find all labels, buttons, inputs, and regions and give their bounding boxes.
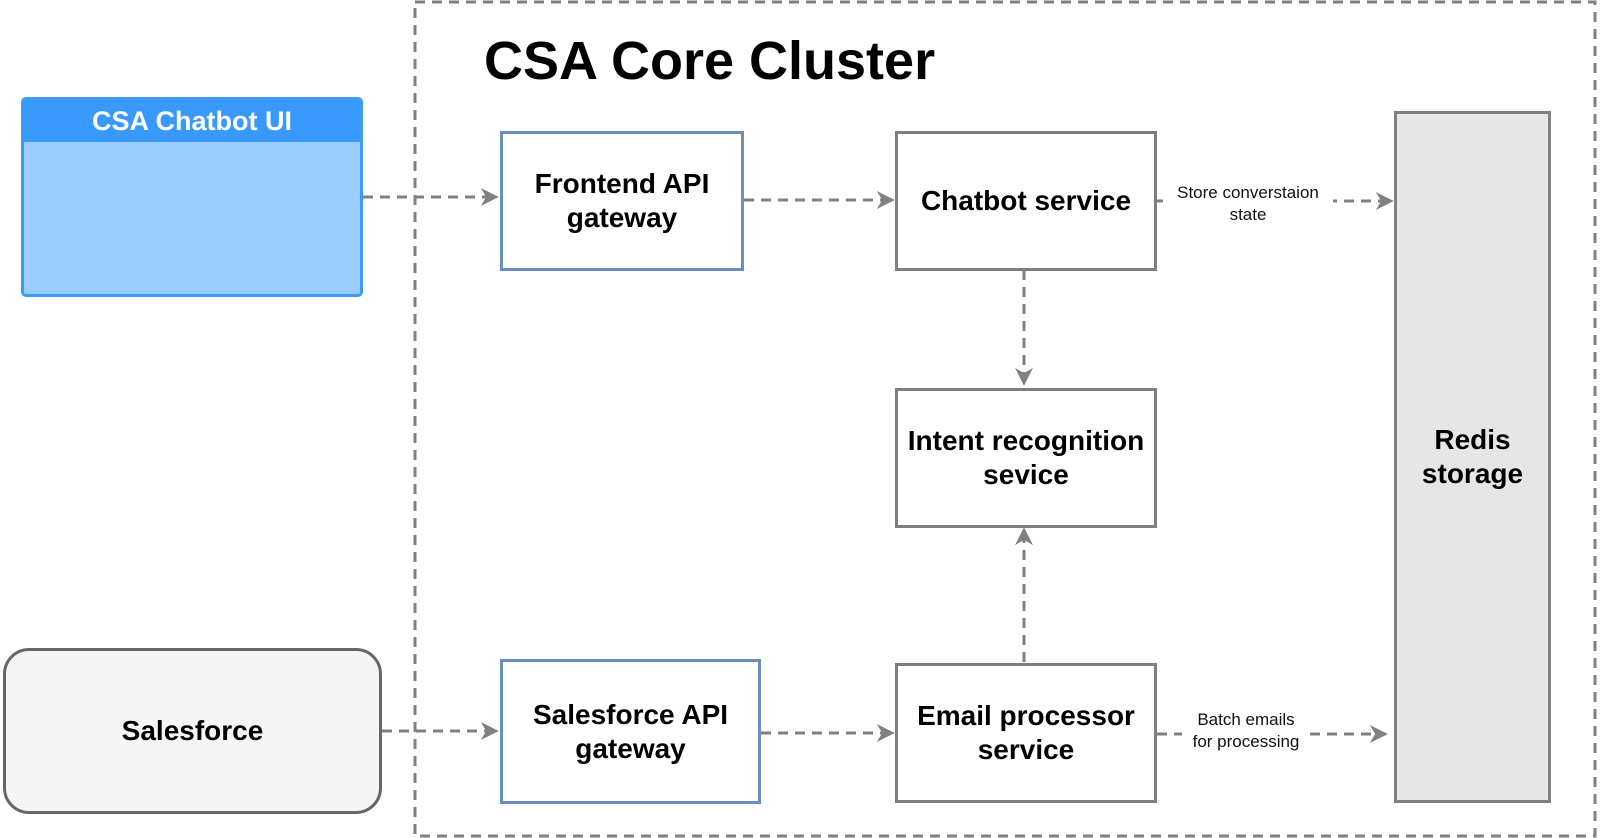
redis-storage-node[interactable]: Redis storage [1394, 111, 1551, 803]
cluster-title: CSA Core Cluster [484, 31, 936, 91]
cluster-boundary [413, 0, 1597, 838]
chatbot-ui-title: CSA Chatbot UI [24, 100, 360, 142]
store-state-label: Store converstaion state [1163, 182, 1333, 226]
chatbot-ui-window[interactable]: CSA Chatbot UI [21, 97, 363, 297]
intent-recognition-service-node[interactable]: Intent recognition sevice [895, 388, 1157, 528]
batch-emails-label: Batch emails for processing [1182, 709, 1310, 753]
salesforce-api-gateway-node[interactable]: Salesforce API gateway [500, 659, 761, 804]
frontend-api-gateway-node[interactable]: Frontend API gateway [500, 131, 744, 271]
salesforce-node[interactable]: Salesforce [3, 648, 382, 814]
email-processor-service-node[interactable]: Email processor service [895, 663, 1157, 803]
chatbot-service-node[interactable]: Chatbot service [895, 131, 1157, 271]
